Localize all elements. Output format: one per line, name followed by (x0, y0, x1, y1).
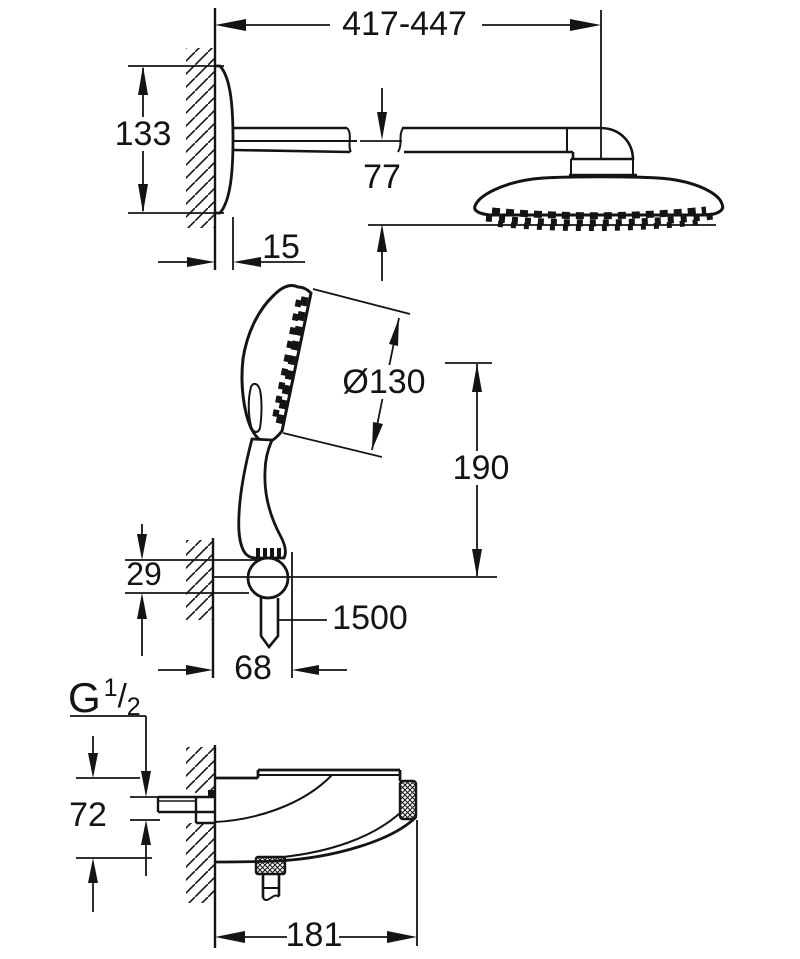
thread-numerator: 1 (103, 674, 118, 702)
dim-width-417-447 (215, 10, 602, 160)
hose-connection-nut (254, 855, 287, 876)
wall-hatching-top (186, 48, 215, 228)
dim-arm-drop-label: 77 (363, 158, 401, 196)
dim-hand-height-label: 190 (446, 451, 516, 485)
dim-plate-depth-label: 15 (262, 228, 300, 266)
hand-shower-head (240, 283, 313, 444)
dim-hose-length-label: 1500 (332, 599, 408, 637)
shower-hose (259, 598, 280, 650)
spray-nozzles-head (485, 206, 714, 232)
dim-plate-depth-15 (158, 217, 305, 270)
thread-g: G (68, 674, 101, 721)
wall-hatching-mid (186, 540, 213, 620)
wall-holder-ball (246, 556, 290, 600)
dim-width-181 (215, 820, 418, 946)
thermostat-knob (398, 779, 418, 821)
mixer-body (214, 768, 417, 864)
hand-shower-view (125, 283, 497, 678)
dim-valve-height-label: 72 (69, 796, 107, 834)
spray-face-hand (272, 296, 309, 425)
dim-width-label: 417-447 (342, 5, 467, 43)
hand-shower-handle (237, 437, 287, 560)
outlet-pipe (261, 874, 281, 901)
dim-plate-height-label: 133 (105, 117, 181, 151)
wall-hatching-bottom-upper (186, 747, 215, 793)
thread-slash: / (117, 677, 127, 714)
shower-arm (232, 126, 600, 154)
dim-holder-offset-label: 68 (234, 649, 272, 687)
wall-hatching-bottom-lower (186, 823, 215, 903)
mixer-view (70, 715, 418, 948)
dim-holder-height-29 (137, 524, 147, 656)
head-shower-view (128, 8, 725, 281)
dim-thread-g12 (70, 715, 160, 876)
shower-arm-elbow (569, 126, 638, 180)
hand-shower-button (247, 382, 263, 433)
dim-hand-diameter-label: Ø130 (328, 365, 440, 399)
dim-arm-drop-77 (360, 88, 402, 281)
dim-height-72 (76, 736, 152, 912)
dim-holder-offset-68 (158, 552, 347, 678)
wall-inlet-connection (156, 790, 215, 825)
dim-holder-height-label: 29 (126, 556, 162, 592)
wall-escutcheon (215, 64, 235, 215)
dim-valve-width-label: 181 (285, 916, 343, 954)
thread-denominator: 2 (126, 693, 141, 721)
